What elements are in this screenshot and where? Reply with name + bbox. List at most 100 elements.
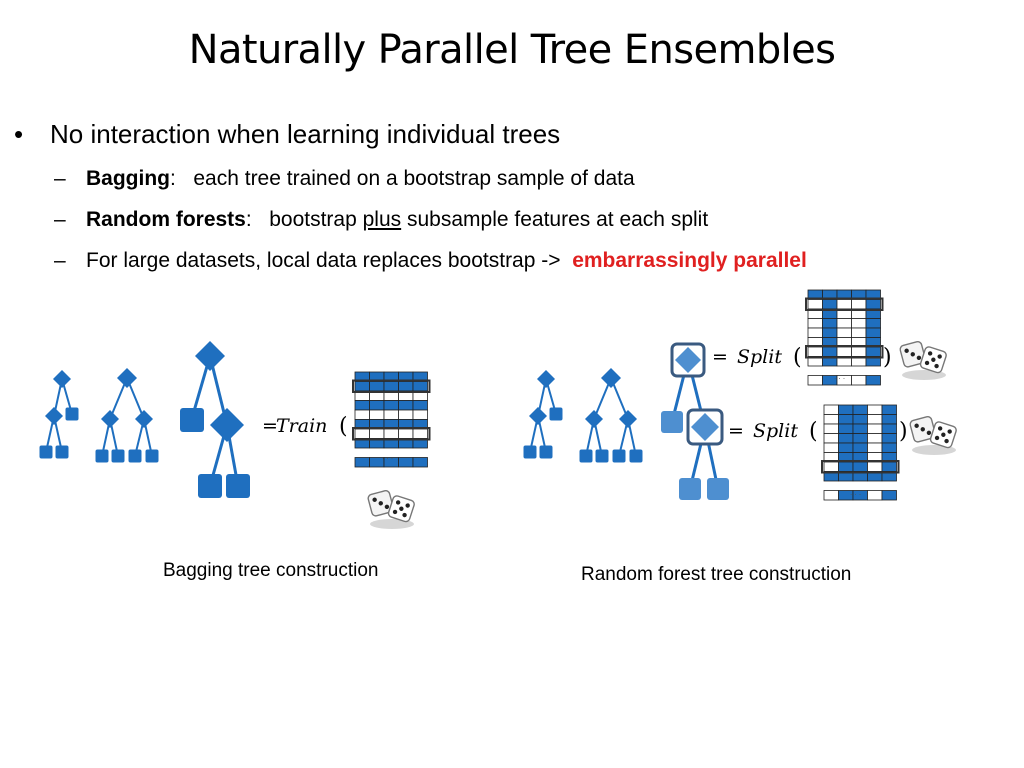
colon: : [170,167,176,190]
main-bullet: • No interaction when learning individua… [14,116,560,152]
tree-leaf-node [180,408,204,432]
tree-split-node [691,413,719,441]
data-table-cell [823,433,839,444]
subbullet-bagging: –Bagging: each tree trained on a bootstr… [54,164,635,194]
data-table-cell [383,400,399,411]
data-table-cell [412,381,428,392]
rf-text-after: subsample features at each split [407,208,709,231]
data-table-cell [851,346,867,357]
data-table-cell [881,442,897,453]
colon: : [245,208,252,231]
embarrassingly-parallel-highlight: embarrassingly parallel [572,249,807,272]
rf-formula-eq-1: = [712,346,728,368]
data-table-cell [823,490,839,501]
data-table-cell [852,404,868,415]
tree-split-node [45,407,63,425]
tree-split-node [53,370,71,388]
data-table-cell [865,327,881,338]
bagging-text: each tree trained on a bootstrap sample … [193,167,635,190]
tree-leaf-node [612,449,626,463]
data-table-cell [807,346,823,357]
rf-formula-eq-2: = [728,420,744,442]
data-table-cell [398,409,414,420]
data-table-cell [838,442,854,453]
data-table-cell [823,404,839,415]
data-table-cell [852,423,868,434]
sample-row-outline [805,345,884,359]
bagging-formula-eq: = [262,415,278,437]
data-table-cell [851,327,867,338]
data-table-cell [807,318,823,329]
table-ellipsis: . . . [382,452,393,461]
data-table-cell [369,428,385,439]
tree-leaf-node [549,407,563,421]
rf-text-before: bootstrap [269,208,357,231]
sample-row-outline [805,297,884,311]
page-title: Naturally Parallel Tree Ensembles [188,27,836,73]
data-table-cell [838,414,854,425]
data-table-cell [412,457,428,468]
tree-split-node [675,347,701,373]
data-table-cell [881,490,897,501]
data-table-cell [354,428,370,439]
data-table-cell [851,318,867,329]
tree-split-node [210,408,244,442]
data-table-cell [838,404,854,415]
data-table-cell [398,381,414,392]
rf-formula-split-1: Split [737,346,782,368]
tree-leaf-node [95,449,109,463]
data-table-cell [865,299,881,310]
tree-split-node [529,407,547,425]
data-table-cell [838,423,854,434]
data-table-cell [383,409,399,420]
data-table-cell [867,433,883,444]
data-table-cell [369,381,385,392]
data-table-cell [822,299,838,310]
bullet-text: No interaction when learning individual … [50,119,561,149]
tree-leaf-node [55,445,69,459]
tree-leaf-node [579,449,593,463]
data-table-cell [852,414,868,425]
tree-leaf-node [128,449,142,463]
data-table-cell [881,423,897,434]
data-table-cell [867,442,883,453]
rf-underlined: plus [362,208,402,231]
data-table-cell [823,461,839,472]
data-table-cell [836,318,852,329]
tree-leaf-node [629,449,643,463]
data-table-cell [836,346,852,357]
bullet-marker: • [14,119,24,149]
large-text: For large datasets, local data replaces … [86,249,561,272]
data-table-cell [852,461,868,472]
term-bagging: Bagging [86,167,170,190]
data-table-cell [881,461,897,472]
dash-marker: – [54,208,66,231]
data-table-cell [822,318,838,329]
data-table-cell [852,433,868,444]
bagging-formula-train: Train [276,415,327,437]
data-table-cell [383,428,399,439]
dice-icon [909,416,957,455]
table-ellipsis: . . . [850,488,861,497]
data-table-cell [851,299,867,310]
tree-leaf-node [539,445,553,459]
data-table-cell [823,414,839,425]
data-table-cell [398,457,414,468]
tree-leaf-node [679,478,701,500]
data-table-cell [881,414,897,425]
tree-split-node [117,368,137,388]
term-random-forests: Random forests [86,208,246,231]
tree-leaf-node [145,449,159,463]
tree-leaf-node [595,449,609,463]
data-table-cell [867,414,883,425]
rf-formula-open-1: ( [793,345,802,370]
tree-leaf-node [707,478,729,500]
figures-group [39,289,957,529]
table-ellipsis: . . . [834,372,845,381]
rf-formula-open-2: ( [809,419,818,444]
data-table-cell [412,428,428,439]
tree-leaf-node [65,407,79,421]
data-table-cell [881,433,897,444]
tree-split-node [135,410,153,428]
rf-formula-split-2: Split [753,420,798,442]
